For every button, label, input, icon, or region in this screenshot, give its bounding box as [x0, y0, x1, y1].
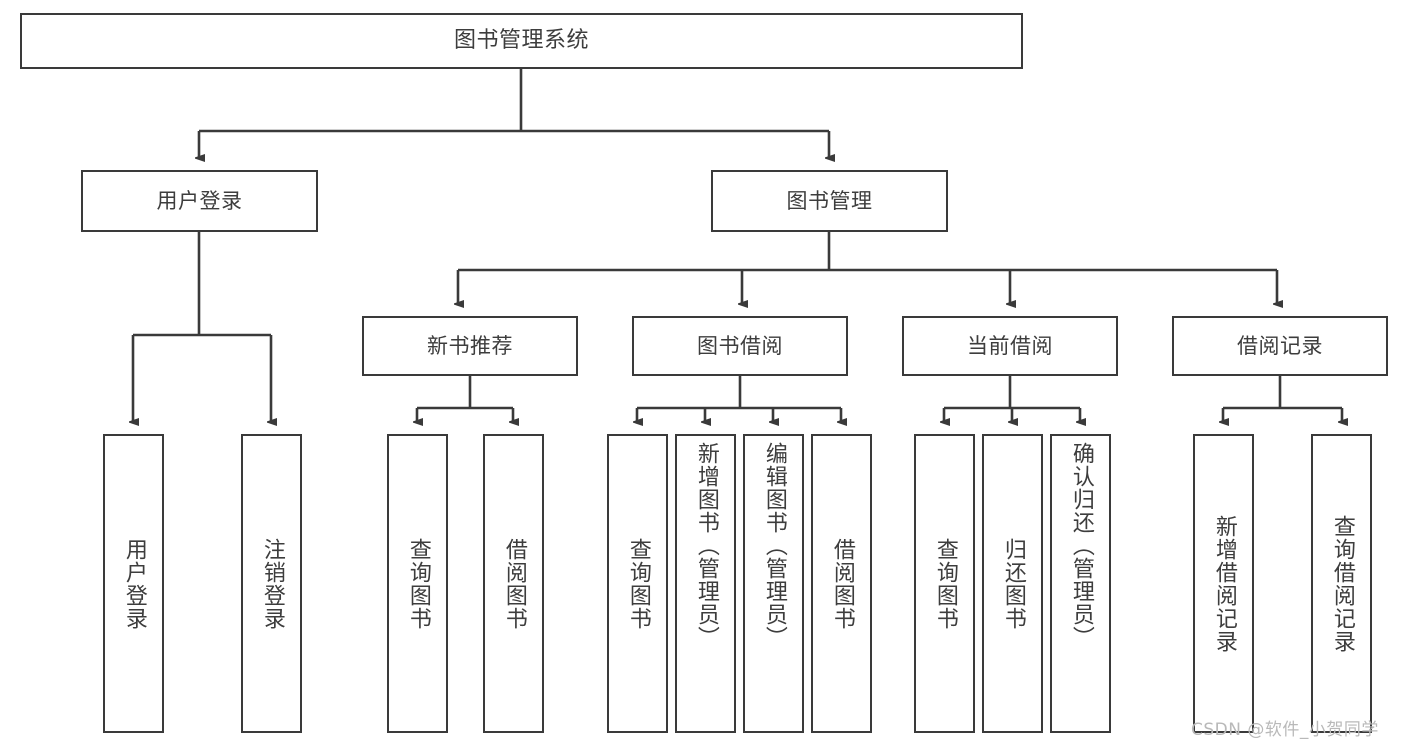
leaf-label: 查询借阅记录	[1329, 514, 1355, 653]
leaf-label: 用户登录	[121, 537, 147, 630]
csdn-watermark: CSDN @软件_小贺同学	[1191, 720, 1379, 740]
leaf-label: 新增借阅记录	[1211, 514, 1237, 653]
leaf-label: 确认归还（管理员）	[1068, 442, 1094, 649]
leaf-label: 查询图书	[405, 537, 431, 630]
leaf-user-login-login[interactable]: 用户登录	[103, 434, 164, 733]
node-borrow-record-label: 借阅记录	[1237, 333, 1323, 358]
leaf-label: 新增图书（管理员）	[693, 442, 719, 649]
node-user-login-label: 用户登录	[156, 188, 243, 213]
node-book-management[interactable]: 图书管理	[711, 170, 948, 232]
node-new-book-recommend-label: 新书推荐	[427, 333, 513, 358]
node-root-label: 图书管理系统	[453, 28, 589, 54]
leaf-user-login-logout[interactable]: 注销登录	[241, 434, 302, 733]
node-book-management-label: 图书管理	[786, 188, 873, 213]
leaf-label: 编辑图书（管理员）	[761, 442, 787, 649]
leaf-label: 查询图书	[625, 537, 651, 630]
leaf-book-borrow-edit[interactable]: 编辑图书（管理员）	[743, 434, 804, 733]
leaf-current-borrow-query[interactable]: 查询图书	[914, 434, 975, 733]
leaf-label: 借阅图书	[829, 537, 855, 630]
node-current-borrow[interactable]: 当前借阅	[902, 316, 1118, 376]
leaf-current-borrow-return[interactable]: 归还图书	[982, 434, 1043, 733]
node-borrow-record[interactable]: 借阅记录	[1172, 316, 1388, 376]
leaf-borrow-record-query[interactable]: 查询借阅记录	[1311, 434, 1372, 733]
node-current-borrow-label: 当前借阅	[967, 333, 1053, 358]
leaf-new-book-query[interactable]: 查询图书	[387, 434, 448, 733]
leaf-label: 归还图书	[1000, 537, 1026, 630]
leaf-label: 注销登录	[259, 537, 285, 630]
leaf-book-borrow-add[interactable]: 新增图书（管理员）	[675, 434, 736, 733]
node-user-login[interactable]: 用户登录	[81, 170, 318, 232]
leaf-new-book-borrow[interactable]: 借阅图书	[483, 434, 544, 733]
node-book-borrow[interactable]: 图书借阅	[632, 316, 848, 376]
node-book-borrow-label: 图书借阅	[697, 333, 783, 358]
leaf-label: 查询图书	[932, 537, 958, 630]
node-new-book-recommend[interactable]: 新书推荐	[362, 316, 578, 376]
leaf-book-borrow-query[interactable]: 查询图书	[607, 434, 668, 733]
leaf-book-borrow-borrow[interactable]: 借阅图书	[811, 434, 872, 733]
node-root[interactable]: 图书管理系统	[20, 13, 1023, 69]
leaf-borrow-record-add[interactable]: 新增借阅记录	[1193, 434, 1254, 733]
leaf-label: 借阅图书	[501, 537, 527, 630]
leaf-current-borrow-confirm-return[interactable]: 确认归还（管理员）	[1050, 434, 1111, 733]
